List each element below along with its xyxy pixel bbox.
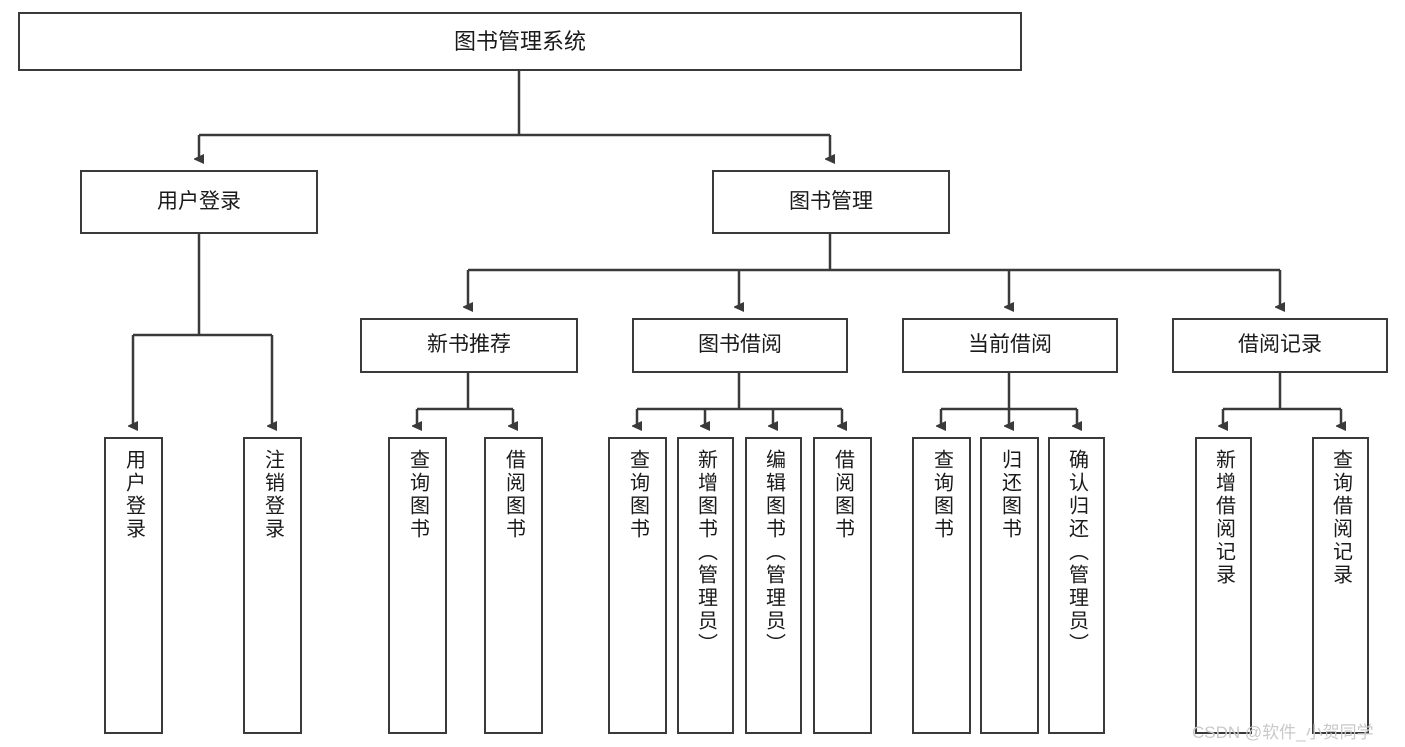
leaf-borrow-edit-book[interactable]: 编辑图书（管理员）	[745, 437, 802, 734]
node-new-book-recommend[interactable]: 新书推荐	[360, 318, 578, 373]
leaf-borrow-query[interactable]: 查询图书	[608, 437, 667, 734]
leaf-current-confirm-return-label: 确认归还（管理员）	[1065, 449, 1088, 656]
leaf-borrow-add-book-label: 新增图书（管理员）	[694, 449, 717, 656]
leaf-new-books-query[interactable]: 查询图书	[388, 437, 447, 734]
node-borrow-records[interactable]: 借阅记录	[1172, 318, 1388, 373]
node-book-management-label: 图书管理	[789, 189, 873, 213]
leaf-records-query[interactable]: 查询借阅记录	[1312, 437, 1369, 734]
leaf-user-login[interactable]: 用户登录	[104, 437, 163, 734]
node-book-borrow-label: 图书借阅	[698, 333, 782, 357]
leaf-current-return-label: 归还图书	[998, 449, 1021, 541]
node-new-book-recommend-label: 新书推荐	[427, 333, 511, 357]
leaf-borrow-borrow-book[interactable]: 借阅图书	[813, 437, 872, 734]
node-borrow-records-label: 借阅记录	[1238, 333, 1322, 357]
leaf-borrow-edit-book-label: 编辑图书（管理员）	[762, 449, 785, 656]
leaf-current-confirm-return[interactable]: 确认归还（管理员）	[1048, 437, 1105, 734]
leaf-records-add-label: 新增借阅记录	[1212, 449, 1235, 587]
leaf-current-query[interactable]: 查询图书	[912, 437, 971, 734]
leaf-new-books-query-label: 查询图书	[406, 449, 429, 541]
leaf-new-books-borrow[interactable]: 借阅图书	[484, 437, 543, 734]
leaf-borrow-query-label: 查询图书	[626, 449, 649, 541]
leaf-borrow-borrow-book-label: 借阅图书	[831, 449, 854, 541]
leaf-logout-label: 注销登录	[261, 449, 284, 541]
node-current-borrow[interactable]: 当前借阅	[902, 318, 1118, 373]
leaf-records-query-label: 查询借阅记录	[1329, 449, 1352, 587]
node-user-login[interactable]: 用户登录	[80, 170, 318, 234]
node-root-label: 图书管理系统	[453, 28, 586, 54]
leaf-current-return[interactable]: 归还图书	[980, 437, 1039, 734]
leaf-current-query-label: 查询图书	[930, 449, 953, 541]
leaf-new-books-borrow-label: 借阅图书	[502, 449, 525, 541]
node-book-management[interactable]: 图书管理	[712, 170, 950, 234]
node-user-login-label: 用户登录	[157, 189, 241, 213]
leaf-records-add[interactable]: 新增借阅记录	[1195, 437, 1252, 734]
leaf-user-login-label: 用户登录	[122, 449, 145, 541]
node-root[interactable]: 图书管理系统	[18, 12, 1022, 71]
node-book-borrow[interactable]: 图书借阅	[632, 318, 848, 373]
leaf-borrow-add-book[interactable]: 新增图书（管理员）	[677, 437, 734, 734]
node-current-borrow-label: 当前借阅	[968, 333, 1052, 357]
leaf-logout[interactable]: 注销登录	[243, 437, 302, 734]
